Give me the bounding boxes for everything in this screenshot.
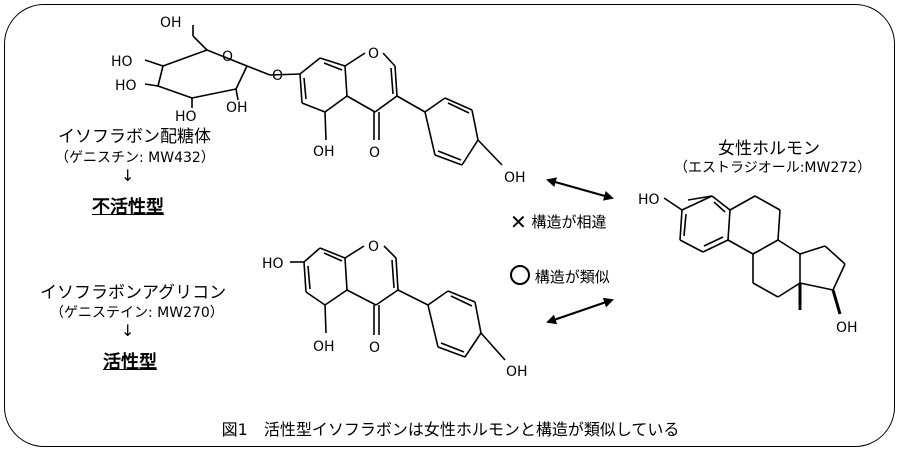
glucose-ho-left1: HO <box>111 54 133 70</box>
genistein-oh-4p: OH <box>506 364 528 380</box>
different-mark: ✕ 構造が相違 <box>510 210 607 234</box>
genistin-oh-5: OH <box>313 144 335 160</box>
genistin-core <box>299 52 503 166</box>
estradiol-detail: （エストラジオール:MW272） <box>674 160 872 176</box>
estradiol-structure <box>663 195 846 315</box>
glucose-ring <box>144 25 301 108</box>
estradiol-ho-3: HO <box>638 192 660 208</box>
genistin-oh-4p: OH <box>504 170 526 186</box>
glycoside-activity: 不活性型 <box>92 197 164 218</box>
glucose-oh-bottom: OH <box>226 100 248 116</box>
similar-label: 構造が類似 <box>534 268 610 286</box>
glycoside-down-arrow: ↓ <box>121 166 135 185</box>
genistin-carbonyl-o: O <box>369 145 380 161</box>
similar-mark: 構造が類似 <box>510 265 610 287</box>
genistein-core <box>290 245 506 361</box>
cross-icon: ✕ <box>510 210 527 234</box>
aglycone-name: イソフラボンアグリコン <box>40 283 227 303</box>
genistein-carbonyl-o: O <box>369 340 380 356</box>
aglycone-down-arrow: ↓ <box>121 321 135 340</box>
estradiol-name: 女性ホルモン <box>718 139 820 159</box>
genistein-ring-o: O <box>368 239 379 255</box>
compare-arrow-bottom <box>546 297 614 325</box>
glucose-ring-o: O <box>222 49 233 65</box>
glycoside-detail: （ゲニスチン: MW432） <box>55 150 215 166</box>
different-label: 構造が相違 <box>531 213 607 231</box>
aglycone-detail: （ゲニステイン: MW270） <box>50 305 224 321</box>
figure-frame <box>4 4 895 447</box>
glycoside-name: イソフラボン配糖体 <box>58 127 211 147</box>
estradiol-oh-17: OH <box>836 320 858 336</box>
genistein-ho-7: HO <box>262 256 284 272</box>
figure-caption: 図1 活性型イソフラボンは女性ホルモンと構造が類似している <box>221 420 680 439</box>
genistein-oh-5: OH <box>313 339 335 355</box>
circle-icon <box>510 265 530 285</box>
glycosidic-o: O <box>272 68 283 84</box>
glucose-ho-bottom: HO <box>175 109 197 125</box>
glucose-oh-top: OH <box>160 15 182 31</box>
compare-arrow-top <box>546 177 614 201</box>
glucose-ho-left2: HO <box>115 78 137 94</box>
genistin-ring-o: O <box>368 46 379 62</box>
aglycone-activity: 活性型 <box>103 352 157 373</box>
